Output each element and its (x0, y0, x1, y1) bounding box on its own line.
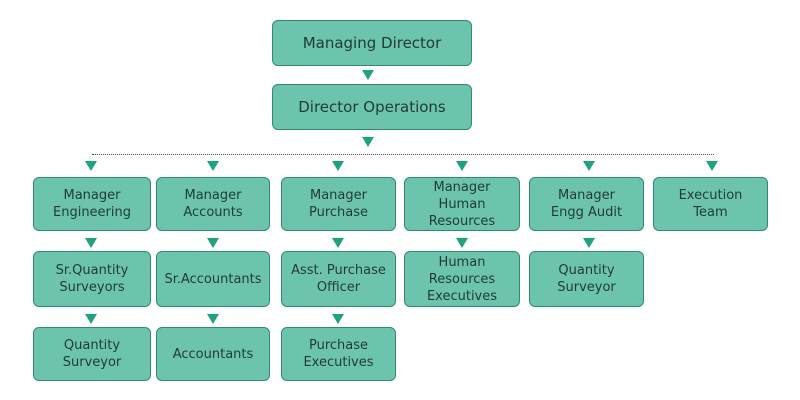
arrow-down-icon (706, 161, 718, 171)
manager-human-resources-box: Manager Human Resources (404, 177, 520, 231)
sr-quantity-surveyors-box: Sr.Quantity Surveyors (33, 251, 151, 307)
arrow-down-icon (332, 238, 344, 248)
manager-engg-audit-box: Manager Engg Audit (529, 177, 644, 231)
hr-executives-box: Human Resources Executives (404, 251, 520, 307)
arrow-down-icon (207, 238, 219, 248)
arrow-down-icon (362, 70, 374, 80)
accountants-box: Accountants (156, 327, 270, 381)
managing-director-box: Managing Director (272, 20, 472, 66)
arrow-down-icon (207, 314, 219, 324)
manager-purchase-box: Manager Purchase (281, 177, 396, 231)
purchase-executives-box: Purchase Executives (281, 327, 396, 381)
quantity-surveyor-box: Quantity Surveyor (33, 327, 151, 381)
arrow-down-icon (362, 137, 374, 147)
arrow-down-icon (456, 161, 468, 171)
asst-purchase-officer-box: Asst. Purchase Officer (281, 251, 396, 307)
arrow-down-icon (207, 161, 219, 171)
arrow-down-icon (332, 314, 344, 324)
arrow-down-icon (85, 238, 97, 248)
arrow-down-icon (332, 161, 344, 171)
arrow-down-icon (456, 238, 468, 248)
arrow-down-icon (85, 161, 97, 171)
director-operations-box: Director Operations (272, 84, 472, 130)
manager-accounts-box: Manager Accounts (156, 177, 270, 231)
sr-accountants-box: Sr.Accountants (156, 251, 270, 307)
arrow-down-icon (583, 238, 595, 248)
dotted-connector-line (92, 154, 714, 155)
execution-team-box: Execution Team (653, 177, 768, 231)
arrow-down-icon (583, 161, 595, 171)
quantity-surveyor-audit-box: Quantity Surveyor (529, 251, 644, 307)
manager-engineering-box: Manager Engineering (33, 177, 151, 231)
arrow-down-icon (85, 314, 97, 324)
